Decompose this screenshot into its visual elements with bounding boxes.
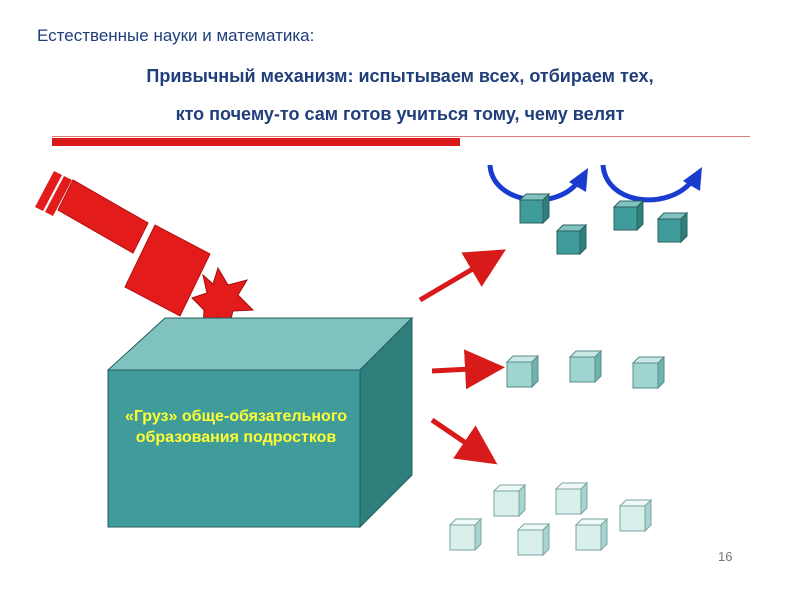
red-arrow-icon bbox=[418, 249, 506, 465]
slide-subject: Естественные науки и математика: bbox=[37, 26, 315, 45]
title-rule-thin bbox=[52, 136, 750, 137]
cubes-selected bbox=[518, 192, 689, 256]
cube-icon bbox=[492, 483, 527, 518]
cube-icon bbox=[568, 349, 603, 384]
slide-title-line-2: кто почему-то сам готов учиться тому, че… bbox=[175, 104, 625, 124]
cargo-box-label: «Груз» обще-обязательного образования по… bbox=[124, 408, 348, 446]
cargo-box bbox=[106, 316, 414, 529]
cube-icon bbox=[516, 522, 551, 557]
cube-icon bbox=[631, 355, 666, 390]
hammer-icon bbox=[35, 171, 211, 317]
cube-icon bbox=[554, 481, 589, 516]
cube-icon bbox=[555, 223, 588, 256]
red-arrow-down bbox=[430, 417, 498, 465]
cube-icon bbox=[656, 211, 689, 244]
cubes-rejected bbox=[448, 481, 653, 557]
cube-icon bbox=[574, 517, 609, 552]
cube-icon bbox=[518, 192, 551, 225]
cubes-middle bbox=[505, 349, 666, 390]
title-rule-thick bbox=[52, 138, 460, 146]
curved-arrow-icon bbox=[487, 164, 702, 203]
red-arrow-middle bbox=[431, 349, 505, 390]
red-arrow-up bbox=[418, 249, 506, 303]
cube-icon bbox=[448, 517, 483, 552]
cube-icon bbox=[612, 199, 645, 232]
page-number: 16 bbox=[718, 549, 733, 564]
cube-icon bbox=[505, 354, 540, 389]
slide-title-line-1: Привычный механизм: испытываем всех, отб… bbox=[146, 66, 654, 86]
cube-icon bbox=[618, 498, 653, 533]
impact-burst-icon bbox=[191, 266, 255, 332]
